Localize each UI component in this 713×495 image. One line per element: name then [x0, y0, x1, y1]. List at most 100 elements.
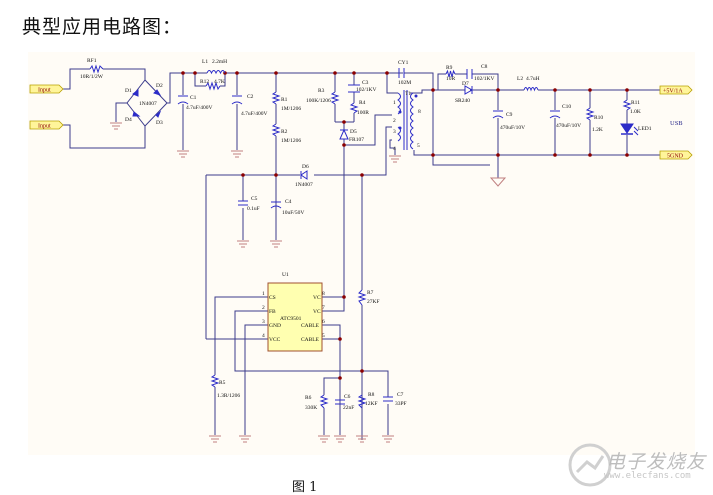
l1-inductor-icon [206, 70, 226, 75]
svg-text:C6: C6 [344, 394, 351, 400]
r6-resistor-icon [319, 394, 329, 409]
svg-text:470uF/10V: 470uF/10V [500, 125, 525, 131]
c7-capacitor-icon [383, 396, 393, 402]
svg-text:4.7K: 4.7K [214, 79, 225, 85]
svg-text:5: 5 [322, 333, 325, 339]
watermark-url: www.elecfans.com [604, 471, 691, 481]
ground-icon [176, 150, 190, 158]
svg-text:10uF/50V: 10uF/50V [282, 210, 304, 216]
r7-resistor-icon [357, 289, 367, 306]
svg-text:RF1: RF1 [87, 58, 97, 64]
vout-port: +5V/1A [659, 85, 693, 95]
svg-text:12KF: 12KF [365, 401, 378, 407]
svg-text:R11: R11 [631, 100, 640, 106]
svg-text:C9: C9 [506, 112, 513, 118]
svg-text:C3: C3 [362, 80, 369, 86]
r2-resistor-icon [271, 123, 281, 137]
svg-text:SR240: SR240 [455, 98, 470, 104]
svg-text:CABLE: CABLE [301, 323, 320, 329]
input-port-2: Input [29, 120, 64, 130]
figure-caption: 图 1 [292, 480, 318, 495]
c10-capacitor-icon [549, 110, 561, 119]
c5-capacitor-icon [238, 200, 248, 206]
ground-icon [208, 435, 222, 443]
svg-text:4.7uF/400V: 4.7uF/400V [186, 105, 212, 111]
svg-text:R12: R12 [200, 79, 209, 85]
r11-resistor-icon [622, 99, 632, 111]
r4-resistor-icon [349, 102, 359, 114]
d5-diode-icon [339, 128, 349, 140]
svg-text:2: 2 [262, 305, 265, 311]
ground-icon [238, 435, 252, 443]
svg-text:D7: D7 [462, 81, 469, 87]
svg-text:2: 2 [393, 118, 396, 124]
l2-inductor-icon [523, 87, 539, 92]
svg-text:R7: R7 [367, 290, 374, 296]
svg-text:0.1uF: 0.1uF [247, 206, 260, 212]
svg-text:D6: D6 [302, 164, 309, 170]
r9-resistor-icon [445, 69, 456, 78]
svg-text:R3: R3 [318, 88, 325, 94]
svg-text:3: 3 [262, 319, 265, 325]
junction-dots [181, 71, 629, 380]
svg-text:C10: C10 [562, 104, 571, 110]
t1-transformer-icon [397, 90, 418, 150]
svg-text:6: 6 [322, 319, 325, 325]
svg-text:R1: R1 [281, 97, 288, 103]
rf1-resistor-icon [89, 64, 104, 74]
svg-text:U1: U1 [282, 272, 289, 278]
svg-text:D4: D4 [125, 117, 132, 123]
svg-text:22nF: 22nF [343, 405, 354, 411]
ground-icon [388, 155, 402, 163]
r10-resistor-icon [585, 107, 595, 121]
ports: Input Input +5V/1A 5GND USB [29, 84, 693, 160]
r3-resistor-icon [330, 91, 340, 105]
page-heading: 典型应用电路图： [22, 16, 183, 38]
svg-text:CABLE: CABLE [301, 337, 320, 343]
ground-symbols [109, 122, 507, 443]
watermark-logo-icon [568, 443, 612, 487]
svg-text:330K: 330K [305, 405, 317, 411]
svg-text:FR107: FR107 [349, 137, 364, 143]
ground-icon [109, 122, 123, 130]
r8-resistor-icon [357, 394, 367, 409]
svg-text:1M/1206: 1M/1206 [281, 138, 301, 144]
svg-text:5GND: 5GND [667, 154, 684, 160]
svg-text:102/1KV: 102/1KV [356, 87, 377, 93]
svg-text:1N4007: 1N4007 [139, 101, 157, 107]
svg-text:33PF: 33PF [395, 401, 407, 407]
d7-diode-icon [464, 85, 474, 95]
svg-text:T1: T1 [405, 91, 411, 97]
ground-icon [269, 240, 283, 248]
svg-text:1.3R/1206: 1.3R/1206 [217, 393, 240, 399]
svg-text:L2: L2 [517, 76, 523, 82]
svg-text:4: 4 [393, 146, 396, 152]
cy1-capacitor-icon [398, 68, 405, 78]
svg-text:R10: R10 [594, 115, 603, 121]
svg-text:4.7uF/400V: 4.7uF/400V [241, 111, 267, 117]
svg-text:1N4007: 1N4007 [295, 182, 313, 188]
svg-text:FB: FB [269, 309, 276, 315]
svg-text:ATC9501: ATC9501 [280, 316, 302, 322]
gnd-port: 5GND [659, 150, 693, 160]
svg-text:CS: CS [269, 295, 276, 301]
svg-text:VC: VC [313, 309, 321, 315]
ground-icon [381, 435, 395, 443]
svg-text:8: 8 [322, 291, 325, 297]
svg-text:8: 8 [418, 109, 421, 115]
svg-text:7: 7 [322, 305, 325, 311]
led1-icon [620, 123, 639, 136]
svg-text:4: 4 [262, 333, 265, 339]
c8-capacitor-icon [466, 69, 473, 79]
ground-icon [317, 435, 331, 443]
svg-text:R4: R4 [359, 100, 366, 106]
svg-text:1.0K: 1.0K [630, 109, 641, 115]
svg-text:D3: D3 [156, 120, 163, 126]
svg-text:R6: R6 [305, 395, 312, 401]
c4-capacitor-icon [270, 201, 282, 209]
svg-text:VC: VC [313, 295, 321, 301]
svg-text:R9: R9 [446, 65, 453, 71]
svg-text:3: 3 [393, 129, 396, 135]
svg-text:L1: L1 [202, 59, 208, 65]
